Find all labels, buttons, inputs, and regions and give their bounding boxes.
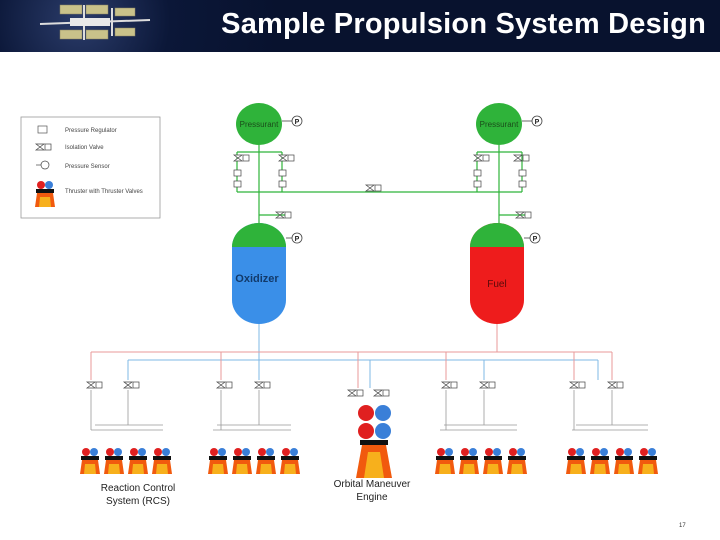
page-number: 17 [679, 523, 686, 529]
pressure-sensor-icon [36, 160, 50, 170]
pressurant-tank-right: Pressurant [476, 103, 522, 145]
pressurant-tank-left: Pressurant [236, 103, 282, 145]
legend-label-isolation-valve: Isolation Valve [65, 145, 104, 151]
rcs-label-line1: Reaction Control [101, 483, 175, 494]
sensor-label: P [295, 119, 300, 126]
slide-title: Sample Propulsion System Design [221, 8, 706, 40]
space-station-icon [39, 4, 151, 40]
rcs-thruster-cluster-1 [80, 448, 172, 474]
pressure-sensor-icon: P [522, 115, 543, 127]
ome-label-line1: Orbital Maneuver [334, 479, 411, 490]
fuel-manifold [90, 324, 613, 388]
rcs-thruster-cluster-3 [435, 448, 527, 474]
orbital-maneuver-engine [347, 389, 392, 478]
rcs-isolation-valves [86, 381, 624, 389]
pressure-regulator-icon [37, 125, 48, 134]
sensor-label: P [533, 236, 538, 243]
fuel-tank: Fuel [470, 223, 524, 324]
slide-header: Sample Propulsion System Design [0, 0, 720, 52]
legend-label-pressure-sensor: Pressure Sensor [65, 164, 110, 170]
pressurant-label-right: Pressurant [480, 120, 519, 129]
sensor-label: P [295, 236, 300, 243]
pressure-sensor-icon: P [286, 232, 303, 244]
pressurant-label-left: Pressurant [240, 120, 279, 129]
oxidizer-manifold [127, 324, 599, 388]
rcs-label-line2: System (RCS) [106, 496, 170, 507]
legend-label-regulator: Pressure Regulator [65, 128, 117, 134]
pressurant-lines [236, 145, 530, 230]
legend-label-thruster: Thruster with Thruster Valves [65, 189, 143, 195]
fuel-label: Fuel [487, 279, 506, 290]
oxidizer-tank: Oxidizer [232, 223, 286, 324]
pressure-sensor-icon: P [282, 115, 303, 127]
pressurant-components [233, 154, 532, 219]
thruster-feed-lines [90, 390, 648, 431]
sensor-label: P [535, 119, 540, 126]
oxidizer-label: Oxidizer [235, 273, 279, 285]
ome-label-line2: Engine [356, 492, 388, 503]
pressure-sensor-icon: P [524, 232, 541, 244]
rcs-thruster-cluster-2 [208, 448, 300, 474]
rcs-thruster-cluster-4 [566, 448, 658, 474]
legend-box: Pressure Regulator Isolation Valve Press… [20, 116, 161, 219]
